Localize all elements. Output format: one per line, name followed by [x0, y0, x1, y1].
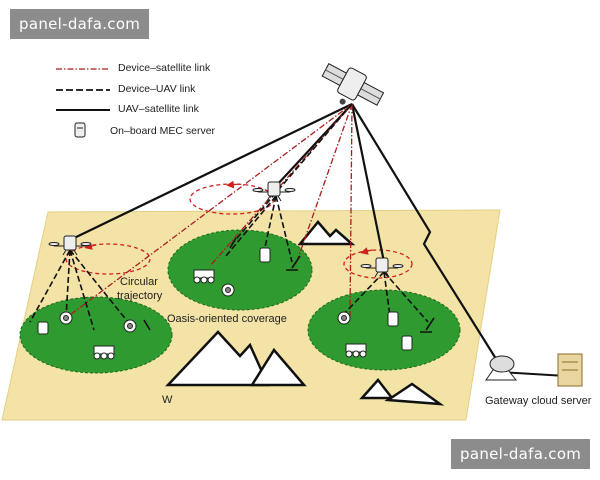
label-trajectory: trajectory	[117, 290, 163, 302]
device-uav-links	[29, 103, 429, 331]
cloud-server-icon	[557, 353, 583, 387]
watermark-top: panel-dafa.com	[10, 9, 150, 39]
legend-device-satellite: Device–satellite link	[118, 62, 211, 74]
rover-icon	[93, 269, 367, 360]
mountain-icon	[165, 220, 445, 406]
oasis-left	[19, 296, 173, 374]
device-satellite-links	[65, 103, 353, 319]
legend-uav-satellite: UAV–satellite link	[118, 103, 199, 115]
oasis-middle	[167, 229, 313, 311]
uav-satellite-links	[69, 103, 499, 363]
sensor-icon	[37, 247, 413, 351]
uav-icon	[48, 181, 404, 278]
label-circular: Circular	[120, 276, 158, 288]
legend-mec-server: On–board MEC server	[110, 125, 216, 137]
satellite-icon	[321, 63, 385, 106]
gateway-link	[499, 371, 567, 377]
legend	[56, 68, 110, 138]
antenna-icon	[143, 237, 435, 333]
label-oasis-coverage: Oasis-oriented coverage	[167, 313, 287, 325]
mec-server-icon	[74, 122, 86, 138]
label-gateway: Gateway cloud server	[485, 395, 592, 407]
watermark-bottom: panel-dafa.com	[451, 439, 591, 469]
oasis-right	[307, 289, 461, 371]
legend-device-uav: Device–UAV link	[118, 83, 196, 95]
gateway-dish-icon	[485, 355, 518, 381]
label-partial: W	[162, 394, 173, 406]
